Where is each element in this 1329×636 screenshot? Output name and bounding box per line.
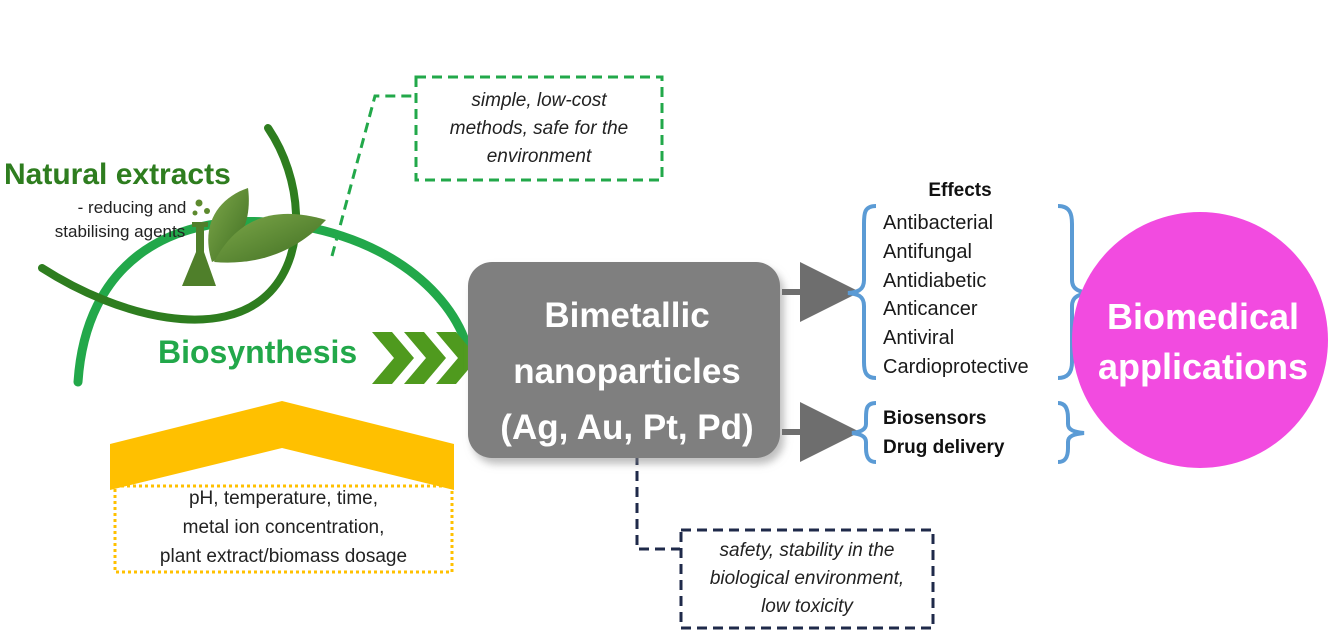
effects-item: Cardioprotective <box>883 355 1029 378</box>
other-apps-item: Drug delivery <box>883 437 1005 458</box>
leaf-icon <box>208 188 326 263</box>
safety-note-text: safety, stability in the biological envi… <box>683 537 931 621</box>
safety-note-line-3: low toxicity <box>761 596 853 617</box>
effects-item: Anticancer <box>883 298 978 321</box>
nanoparticles-line-1: Bimetallic <box>544 296 710 335</box>
effects-item: Antifungal <box>883 240 972 263</box>
conditions-roof <box>110 401 454 490</box>
nanoparticles-box <box>468 262 780 458</box>
natural-extracts-title: Natural extracts <box>4 158 231 191</box>
nanoparticles-line-3: (Ag, Au, Pt, Pd) <box>500 408 754 447</box>
green-note-line-3: environment <box>486 146 592 167</box>
biomedical-label: Biomedical applications <box>1090 292 1316 392</box>
apps-left-brace <box>851 401 877 464</box>
conditions-line-3: plant extract/biomass dosage <box>159 546 408 567</box>
effects-item: Antiviral <box>883 327 955 350</box>
conditions-line-1: pH, temperature, time, <box>188 488 379 509</box>
green-note-line-1: simple, low-cost <box>471 90 607 111</box>
biosynthesis-chevrons <box>372 332 478 384</box>
effects-heading: Effects <box>928 180 992 201</box>
other-apps-list: Biosensors Drug delivery <box>883 404 1059 462</box>
natural-extracts-subtitle-1: - reducing and <box>77 198 187 217</box>
biosynthesis-label: Biosynthesis <box>158 334 358 370</box>
effects-item: Antidiabetic <box>883 269 987 292</box>
safety-note-line-1: safety, stability in the <box>719 540 895 561</box>
conditions-text: pH, temperature, time, metal ion concent… <box>117 484 450 571</box>
conditions-line-2: metal ion concentration, <box>182 517 385 538</box>
green-note-text: simple, low-cost methods, safe for the e… <box>418 87 660 171</box>
safety-note-line-2: biological environment, <box>709 568 905 589</box>
nanoparticles-line-2: nanoparticles <box>513 352 741 391</box>
biomedical-line-2: applications <box>1097 346 1309 387</box>
natural-extracts-subtitle-2: stabilising agents <box>54 222 186 241</box>
effects-left-brace <box>847 204 877 380</box>
safety-note-box <box>679 528 935 630</box>
conditions-box <box>113 484 454 574</box>
effects-list: Antibacterial Antifungal Antidiabetic An… <box>883 209 1059 382</box>
flask-icon <box>182 199 216 286</box>
apps-right-brace <box>1057 401 1085 464</box>
navy-leader-line <box>635 455 680 551</box>
green-note-box <box>414 75 664 182</box>
natural-arc <box>38 124 300 324</box>
biomedical-circle <box>1072 212 1328 468</box>
green-leader-line <box>330 94 414 257</box>
nanoparticles-text: Bimetallic nanoparticles (Ag, Au, Pt, Pd… <box>468 288 786 456</box>
biomedical-line-1: Biomedical <box>1106 296 1300 337</box>
other-apps-item: Biosensors <box>883 408 987 429</box>
effects-item: Antibacterial <box>883 212 994 234</box>
green-note-line-2: methods, safe for the <box>449 118 629 139</box>
